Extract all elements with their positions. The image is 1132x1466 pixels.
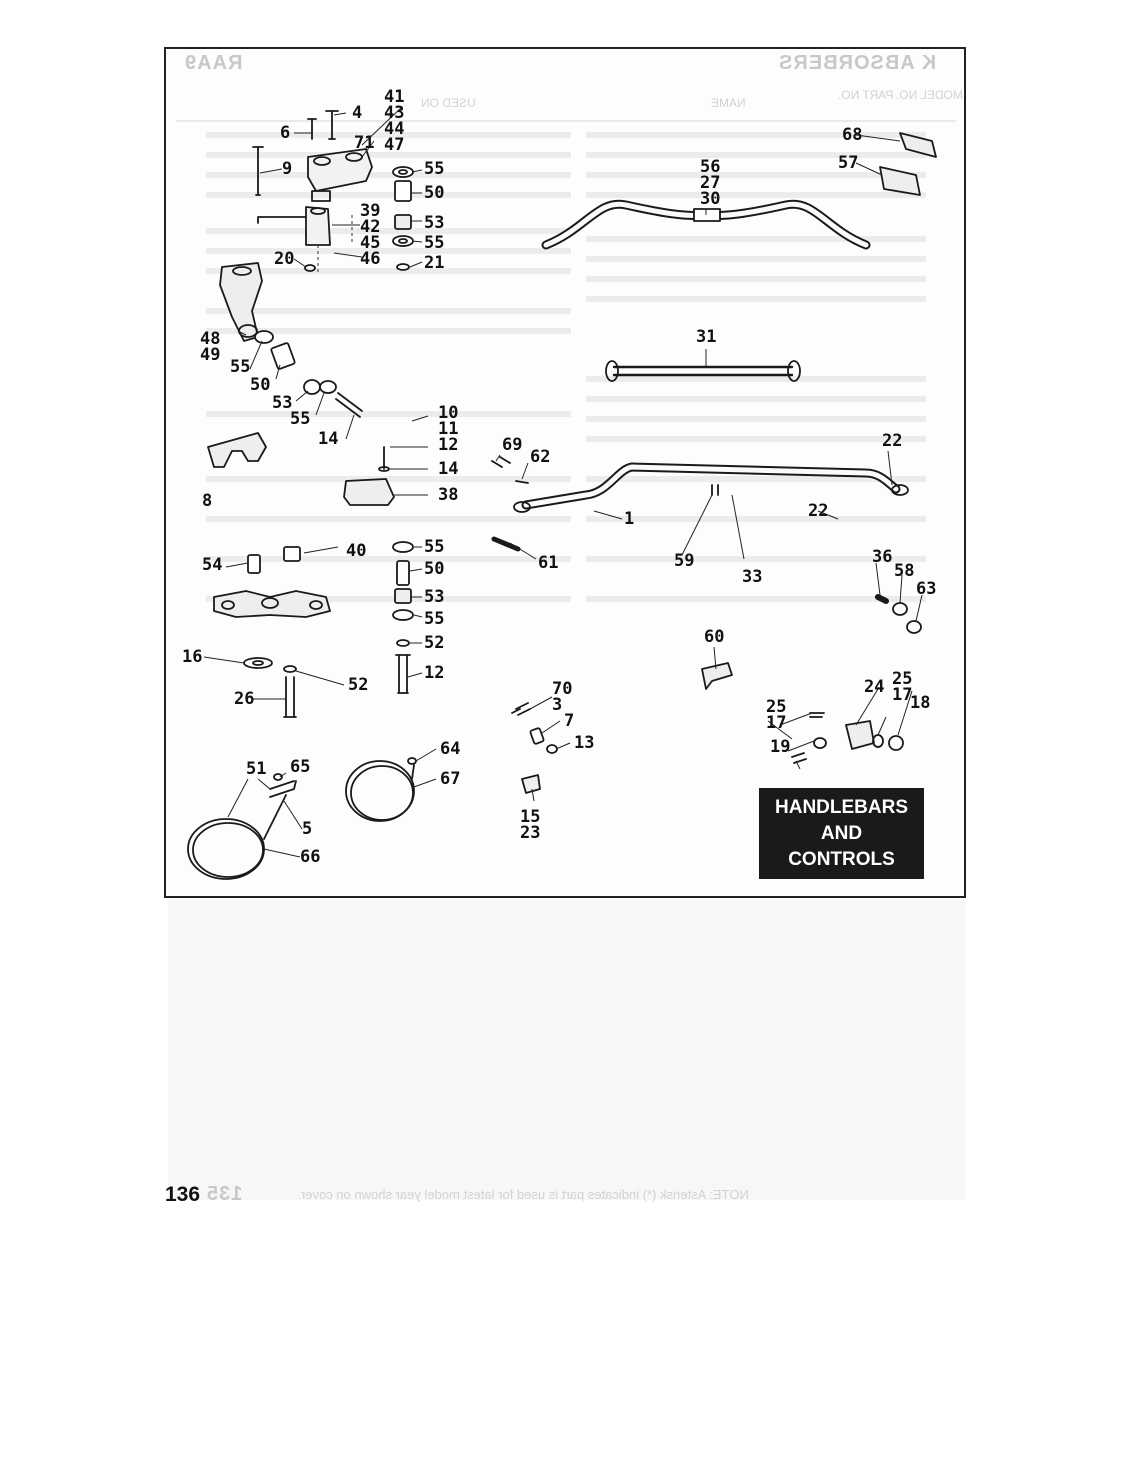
part-label-33: 59 bbox=[674, 551, 695, 571]
part-label-68: 67 bbox=[440, 769, 461, 789]
part-label-18: 17 bbox=[892, 685, 913, 705]
part-label-12: 12 bbox=[438, 435, 459, 455]
part-label-55c: 55 bbox=[230, 357, 251, 377]
part-label-55f: 55 bbox=[424, 609, 445, 629]
part-label-20: 20 bbox=[274, 249, 295, 269]
part-label-8: 14 bbox=[318, 429, 339, 449]
part-label-16: 52 bbox=[424, 633, 445, 653]
part-label-57: 68 bbox=[842, 125, 863, 145]
part-label-45: 45 bbox=[360, 233, 381, 253]
part-label-67: 64 bbox=[440, 739, 461, 759]
part-label-9: 9 bbox=[282, 159, 293, 179]
part-label-65: 51 bbox=[246, 759, 267, 779]
part-label-15: 13 bbox=[574, 733, 595, 753]
part-label-11: 11 bbox=[438, 419, 459, 439]
part-label-50: 50 bbox=[424, 183, 445, 203]
part-label-54: 40 bbox=[346, 541, 367, 561]
part-label-42: 42 bbox=[360, 217, 381, 237]
part-label-27: 56 bbox=[700, 157, 721, 177]
part-label-47: 47 bbox=[384, 135, 405, 155]
part-label-30: 27 bbox=[700, 173, 721, 193]
part-label-7: 3 bbox=[552, 695, 563, 715]
part-label-53c: 53 bbox=[424, 587, 445, 607]
section-title-line-3: CONTROLS bbox=[788, 848, 895, 870]
part-label-43: 43 bbox=[384, 103, 405, 123]
part-label-70: 60 bbox=[704, 627, 725, 647]
part-label-6: 6 bbox=[280, 123, 291, 143]
part-label-25: 24 bbox=[864, 677, 885, 697]
part-label-52: 54 bbox=[202, 555, 223, 575]
part-label-50b: 50 bbox=[250, 375, 271, 395]
part-label-4: 4 bbox=[352, 103, 363, 123]
part-label-12b: 12 bbox=[424, 663, 445, 683]
part-label-53: 53 bbox=[424, 213, 445, 233]
parts-diagram-plate: K ABSORBERS RAA9 USED ON NAME PART NO. M… bbox=[164, 47, 966, 898]
part-label-51: 26 bbox=[234, 689, 255, 709]
part-label-3: 70 bbox=[552, 679, 573, 699]
exploded-view-drawing bbox=[176, 106, 956, 880]
part-label-40: 38 bbox=[438, 485, 459, 505]
part-label-5: 65 bbox=[290, 757, 311, 777]
part-label-13: 7 bbox=[564, 711, 575, 731]
part-label-16b: 52 bbox=[348, 675, 369, 695]
part-label-38: 8 bbox=[202, 491, 213, 511]
part-label-55e: 55 bbox=[424, 537, 445, 557]
part-label-22: 62 bbox=[530, 447, 551, 467]
part-label-55d: 55 bbox=[290, 409, 311, 429]
reverse-page-bleed: 135 NOTE: Asterisk (*) indicates part is… bbox=[168, 900, 966, 1205]
section-title-box: HANDLEBARS AND CONTROLS bbox=[759, 788, 924, 879]
part-label-19: 18 bbox=[910, 693, 931, 713]
part-label-24: 23 bbox=[520, 823, 541, 843]
part-label-31: 30 bbox=[700, 189, 721, 209]
part-label-55: 55 bbox=[424, 159, 445, 179]
part-label-66: 5 bbox=[302, 819, 313, 839]
part-label-17b: 25 bbox=[766, 697, 787, 717]
part-label-1: 22 bbox=[882, 431, 903, 451]
part-label-64: 66 bbox=[300, 847, 321, 867]
part-label-36: 33 bbox=[742, 567, 763, 587]
part-label-63: 58 bbox=[894, 561, 915, 581]
section-title-line-2: AND bbox=[820, 822, 863, 844]
part-label-14: 14 bbox=[438, 459, 459, 479]
part-label-1b: 22 bbox=[808, 501, 829, 521]
part-label-48: 48 bbox=[200, 329, 221, 349]
part-label-21: 21 bbox=[424, 253, 445, 273]
part-label-41: 41 bbox=[384, 87, 405, 107]
part-label-50c: 50 bbox=[424, 559, 445, 579]
part-label-71: 71 bbox=[354, 133, 375, 153]
part-label-55b: 55 bbox=[424, 233, 445, 253]
part-label-23: 15 bbox=[520, 807, 541, 827]
part-label-46: 46 bbox=[360, 249, 381, 269]
part-label-10: 10 bbox=[438, 403, 459, 423]
part-label-69: 31 bbox=[696, 327, 717, 347]
part-label-60: 63 bbox=[916, 579, 937, 599]
part-label-62: 69 bbox=[502, 435, 523, 455]
part-label-59: 61 bbox=[538, 553, 559, 573]
page-number: 136 bbox=[165, 1183, 201, 1206]
bleed-page-number: 135 bbox=[206, 1183, 243, 1205]
part-label-53b: 53 bbox=[272, 393, 293, 413]
bleed-footnote: NOTE: Asterisk (*) indicates part is use… bbox=[298, 1187, 749, 1202]
part-label-26: 16 bbox=[182, 647, 203, 667]
part-label-18b: 17 bbox=[766, 713, 787, 733]
part-label-56: 57 bbox=[838, 153, 859, 173]
part-label-49: 49 bbox=[200, 345, 221, 365]
section-title-line-1: HANDLEBARS bbox=[775, 796, 908, 818]
part-label-39: 39 bbox=[360, 201, 381, 221]
part-label-17: 25 bbox=[892, 669, 913, 689]
part-label-44: 44 bbox=[384, 119, 405, 139]
part-label-2: 19 bbox=[770, 737, 791, 757]
part-label-58: 36 bbox=[872, 547, 893, 567]
part-label-61: 1 bbox=[624, 509, 635, 529]
